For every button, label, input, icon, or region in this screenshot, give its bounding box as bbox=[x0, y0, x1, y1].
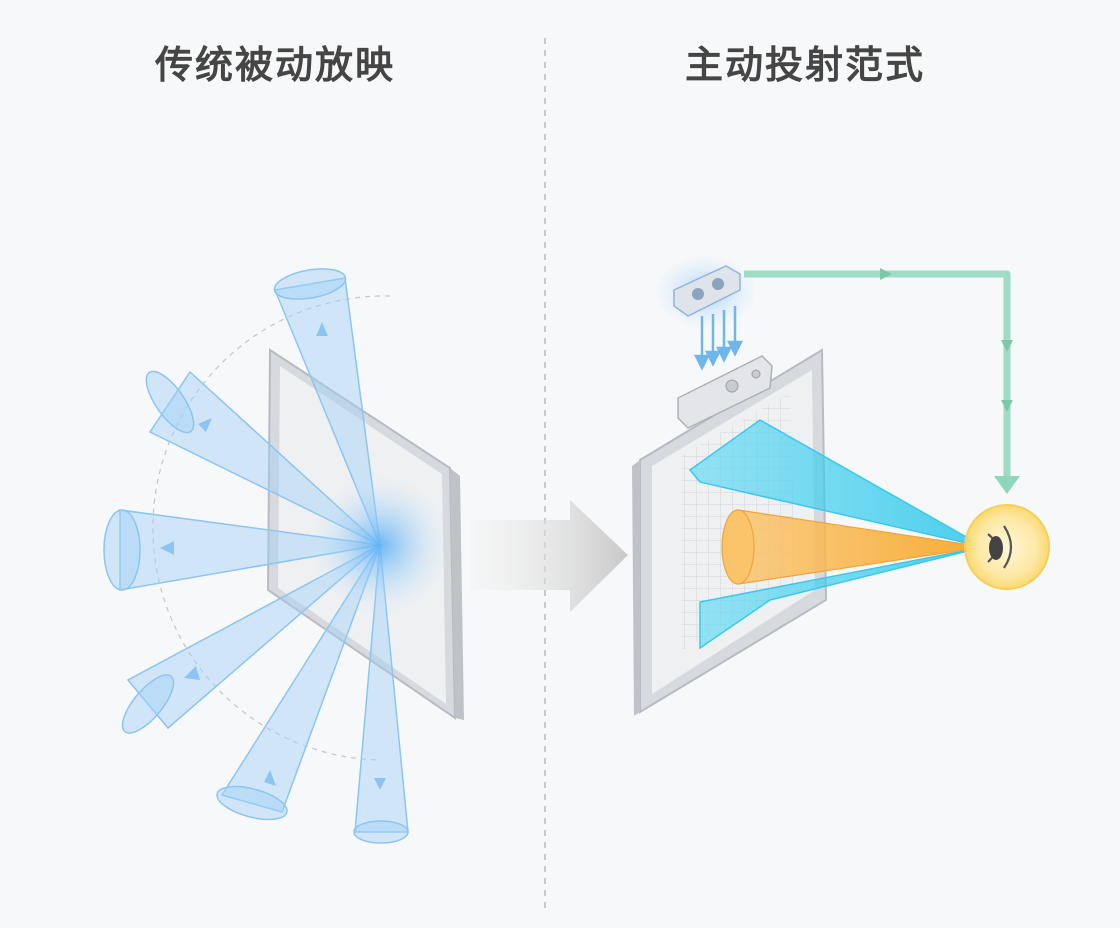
eye-icon bbox=[964, 504, 1050, 590]
right-panel-title: 主动投射范式 bbox=[684, 43, 925, 87]
rotation-arc bbox=[152, 295, 391, 761]
light-cone-5 bbox=[216, 544, 381, 821]
camera-sensor-icon bbox=[677, 355, 773, 429]
orange-projection-beam bbox=[721, 509, 985, 585]
light-cone-4 bbox=[121, 544, 381, 734]
scattered-light-cones bbox=[103, 268, 409, 844]
tracking-sensor bbox=[654, 254, 758, 330]
light-cone-3 bbox=[103, 509, 381, 591]
light-cone-2 bbox=[145, 370, 381, 546]
right-arrow-icon bbox=[470, 500, 628, 612]
active-projection-illustration bbox=[632, 254, 1050, 716]
cone-direction-arrows bbox=[160, 322, 386, 790]
passive-projection-illustration bbox=[103, 268, 464, 844]
light-cone-1 bbox=[273, 268, 381, 546]
light-cone-6 bbox=[353, 544, 409, 844]
feedback-path bbox=[744, 268, 1020, 494]
cyan-projection-beams bbox=[688, 419, 985, 650]
emission-point-glow bbox=[310, 475, 450, 615]
left-panel-title: 传统被动放映 bbox=[154, 43, 395, 87]
sensor-signal-arrows bbox=[693, 306, 744, 371]
